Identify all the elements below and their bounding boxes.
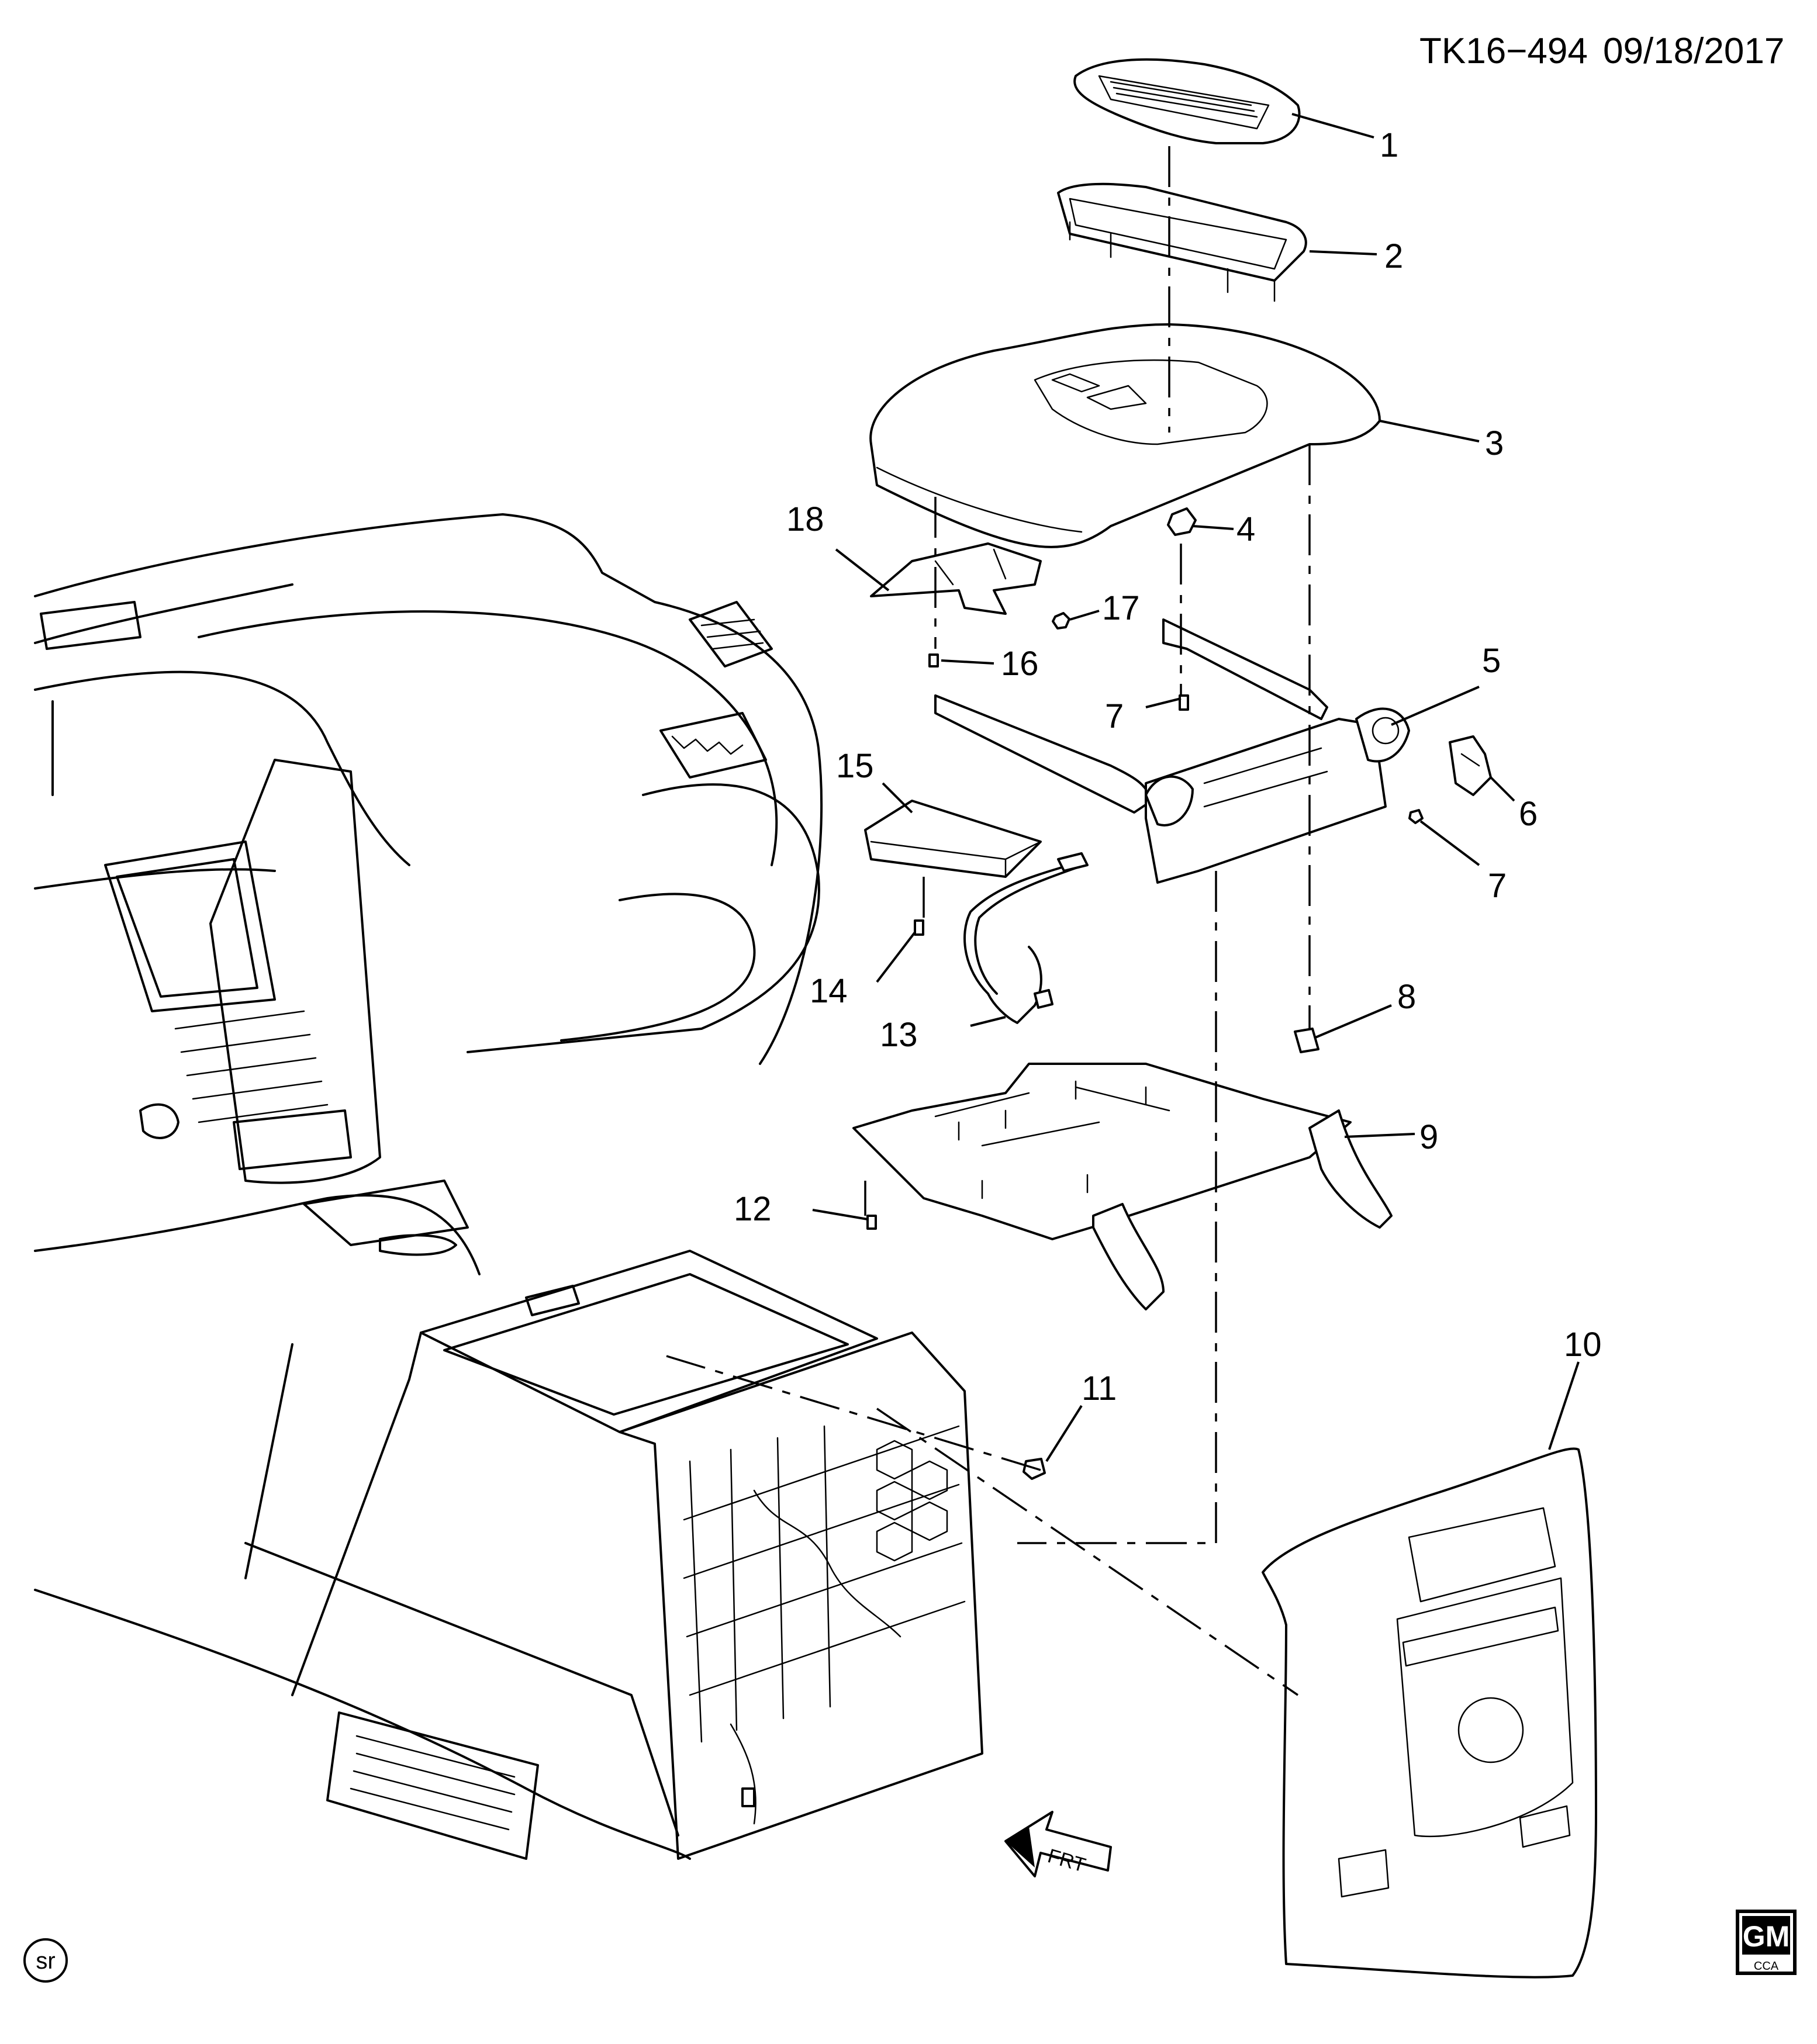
- part-13-wire-harness: [963, 852, 1089, 1024]
- callout-18: 18: [786, 500, 824, 538]
- gm-logo-subtext: CCA: [1754, 1960, 1779, 1973]
- part-8-clip: [1294, 1028, 1319, 1053]
- callout-12: 12: [734, 1190, 772, 1228]
- sr-badge-text: sr: [36, 1948, 55, 1974]
- callout-13: 13: [880, 1016, 918, 1054]
- sr-badge: sr: [23, 1938, 68, 1983]
- part-15-module: [864, 800, 1042, 878]
- part-7-screw-upper: [1179, 694, 1189, 711]
- alignment-lines: [666, 146, 1311, 1696]
- callout-6: 6: [1519, 795, 1538, 833]
- callout-1: 1: [1380, 126, 1398, 164]
- callout-labels: 1 2 3 4 5 6 7 7 8 9 10 11 12 13 14 15 16…: [734, 126, 1602, 1407]
- part-17-screw: [1052, 612, 1070, 630]
- callout-11: 11: [1082, 1369, 1117, 1407]
- callout-5: 5: [1482, 642, 1501, 680]
- part-9-console-base: [852, 1063, 1393, 1310]
- callout-7-lower: 7: [1488, 867, 1507, 905]
- callout-10: 10: [1564, 1326, 1602, 1364]
- instrument-panel-drawing: [34, 513, 983, 1860]
- front-direction-arrow: FRT: [1004, 1811, 1112, 1877]
- part-7-screw-lower: [1408, 809, 1424, 824]
- callout-2: 2: [1384, 237, 1403, 275]
- part-2-storage-tray: [1057, 182, 1307, 302]
- part-12-screw: [866, 1215, 877, 1230]
- drawing-date: 09/18/2017: [1603, 31, 1784, 71]
- callout-8: 8: [1397, 978, 1416, 1016]
- part-1-lid-trim: [1073, 58, 1301, 144]
- part-3-armrest-cover: [869, 323, 1381, 548]
- drawing-id: TK16−494: [1419, 31, 1588, 71]
- part-16-screw: [928, 653, 939, 668]
- leader-lines: [812, 113, 1580, 1462]
- part-4-nut: [1167, 507, 1197, 536]
- part-5-latch-frame: [934, 618, 1410, 884]
- part-10-rear-panel: [1262, 1447, 1597, 1979]
- gm-logo: GM CCA: [1736, 1910, 1797, 1975]
- part-14-screw: [914, 919, 924, 936]
- callout-7-upper: 7: [1105, 697, 1124, 735]
- callout-14: 14: [810, 972, 848, 1010]
- callout-16: 16: [1001, 645, 1039, 683]
- callout-3: 3: [1485, 424, 1504, 462]
- callout-15: 15: [836, 747, 874, 785]
- callout-4: 4: [1236, 510, 1255, 548]
- callout-9: 9: [1419, 1118, 1438, 1156]
- part-6-latch: [1449, 735, 1492, 796]
- callout-17: 17: [1102, 589, 1140, 627]
- part-18-hinge: [870, 542, 1042, 615]
- gm-logo-text: GM: [1743, 1920, 1790, 1953]
